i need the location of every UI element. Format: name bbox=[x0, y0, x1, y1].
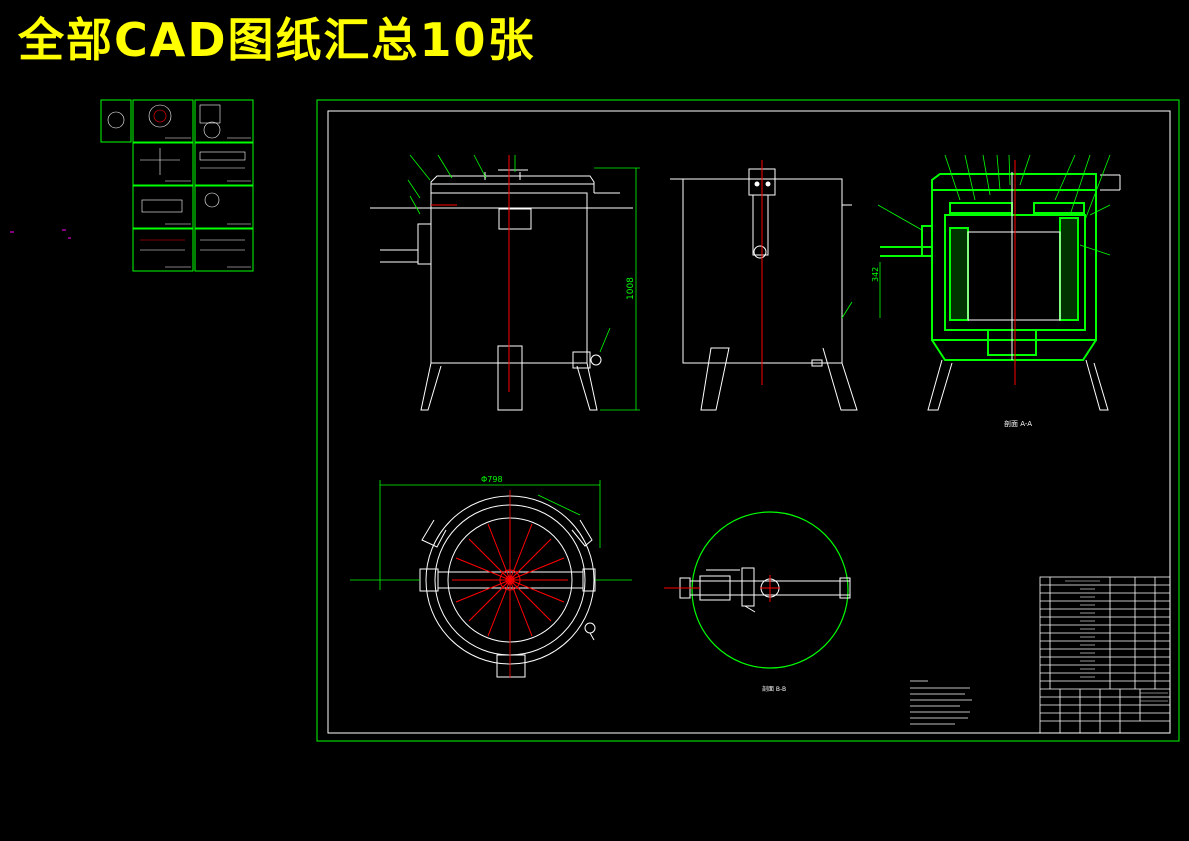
thumbnail-index[interactable] bbox=[100, 99, 254, 272]
top-view-dimensions bbox=[350, 480, 632, 678]
technical-notes bbox=[910, 680, 972, 725]
title-block-text-marks bbox=[1065, 580, 1168, 702]
dimension-height-label: 1008 bbox=[626, 277, 636, 300]
front-view-dimensions bbox=[407, 154, 640, 411]
section-a-a-label: 剖面 A-A bbox=[1004, 419, 1032, 428]
side-view-leader bbox=[754, 181, 853, 319]
front-view[interactable] bbox=[370, 169, 633, 411]
section-b-b-label: 剖面 B-B bbox=[762, 685, 786, 693]
title-block[interactable] bbox=[1039, 576, 1171, 734]
section-a-a-outline bbox=[927, 172, 1121, 411]
stray-marks bbox=[10, 229, 71, 239]
section-b-b-outline bbox=[679, 567, 851, 613]
dimension-diameter-label: Φ798 bbox=[481, 475, 503, 484]
page-title: 全部CAD图纸汇总10张 bbox=[18, 13, 536, 67]
section-a-a[interactable] bbox=[880, 173, 1097, 361]
drawing-frame bbox=[316, 99, 1180, 742]
front-view-centerline bbox=[431, 155, 510, 392]
drawing-border bbox=[327, 110, 1171, 734]
section-b-b[interactable] bbox=[691, 511, 849, 669]
dimension-pipe-label: 342 bbox=[871, 267, 880, 282]
side-view[interactable] bbox=[670, 168, 858, 411]
section-b-b-centerline bbox=[664, 575, 780, 602]
section-a-a-leaders bbox=[877, 154, 1111, 318]
